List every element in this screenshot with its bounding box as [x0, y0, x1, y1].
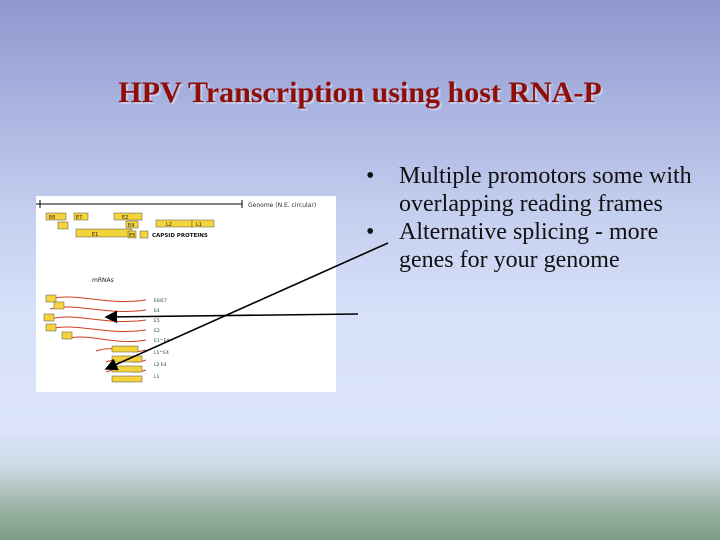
gene-label: E2: [122, 215, 128, 221]
bullet-text: Multiple promotors some with overlapping…: [399, 163, 692, 217]
exon-box: [43, 313, 55, 322]
arrow-to-splicing: [104, 310, 359, 324]
transcript-label: E4: [154, 308, 160, 314]
bullet-dot-icon: •: [366, 219, 375, 245]
transcript-line: [49, 316, 147, 323]
gene-box-l: [139, 230, 149, 239]
mrnas-label: mRNAs: [92, 277, 114, 284]
transcript-line: [65, 336, 147, 343]
gene-boxes: [45, 212, 215, 239]
gene-box-e7: [73, 212, 89, 221]
gene-label: L2: [166, 222, 172, 228]
gene-box-e2: [113, 212, 143, 221]
gene-label: E4: [128, 223, 134, 229]
genome-label: Genome (N.E. circular): [248, 202, 316, 209]
exon-box: [45, 294, 57, 303]
bullet-text: Alternative splicing - more genes for yo…: [399, 219, 659, 273]
bullet-item: • Multiple promotors some with overlappi…: [366, 162, 696, 218]
transcript-label: E2: [154, 328, 160, 334]
transcript-labels: E6/E7 E4 E5 E2 E1^E4 L1^E4 L2 E4 L1: [154, 298, 169, 380]
transcript-label: L1^E4: [154, 350, 169, 356]
gene-box-e5a: [57, 221, 69, 230]
slide-title: HPV Transcription using host RNA-P: [118, 76, 602, 109]
gene-label: E6: [49, 215, 55, 221]
transcript-line: [49, 296, 147, 303]
gene-box-e6: [45, 212, 67, 221]
bullet-item: • Alternative splicing - more genes for …: [366, 218, 696, 274]
gene-labels: E6 E7 E1 E2 E4 E5 L2 L1: [49, 215, 202, 239]
exon-box: [45, 323, 57, 332]
gene-label: L1: [196, 222, 202, 228]
transcript-label: E1^E4: [154, 338, 169, 344]
gene-label: E5: [129, 233, 135, 239]
gene-label: E1: [92, 232, 98, 238]
transcript-label: L1: [154, 374, 160, 380]
transcript-label: L2 E4: [154, 362, 167, 368]
bullet-list: • Multiple promotors some with overlappi…: [366, 162, 696, 274]
transcript-label: E5: [154, 318, 160, 324]
bullet-dot-icon: •: [366, 163, 375, 189]
transcript-label: E6/E7: [154, 298, 167, 304]
exon-box: [111, 375, 143, 383]
gene-box-e4: [125, 220, 139, 229]
arrow-to-promoter: [104, 242, 389, 371]
exon-box: [53, 301, 65, 310]
capsid-proteins-label: CAPSID PROTEINS: [152, 233, 208, 239]
gene-box-e5: [127, 230, 137, 239]
exon-box: [61, 331, 73, 340]
transcript-line: [49, 326, 147, 333]
gene-label: E7: [76, 215, 82, 221]
exon-box: [111, 345, 139, 353]
gene-box-l1: [191, 219, 215, 228]
